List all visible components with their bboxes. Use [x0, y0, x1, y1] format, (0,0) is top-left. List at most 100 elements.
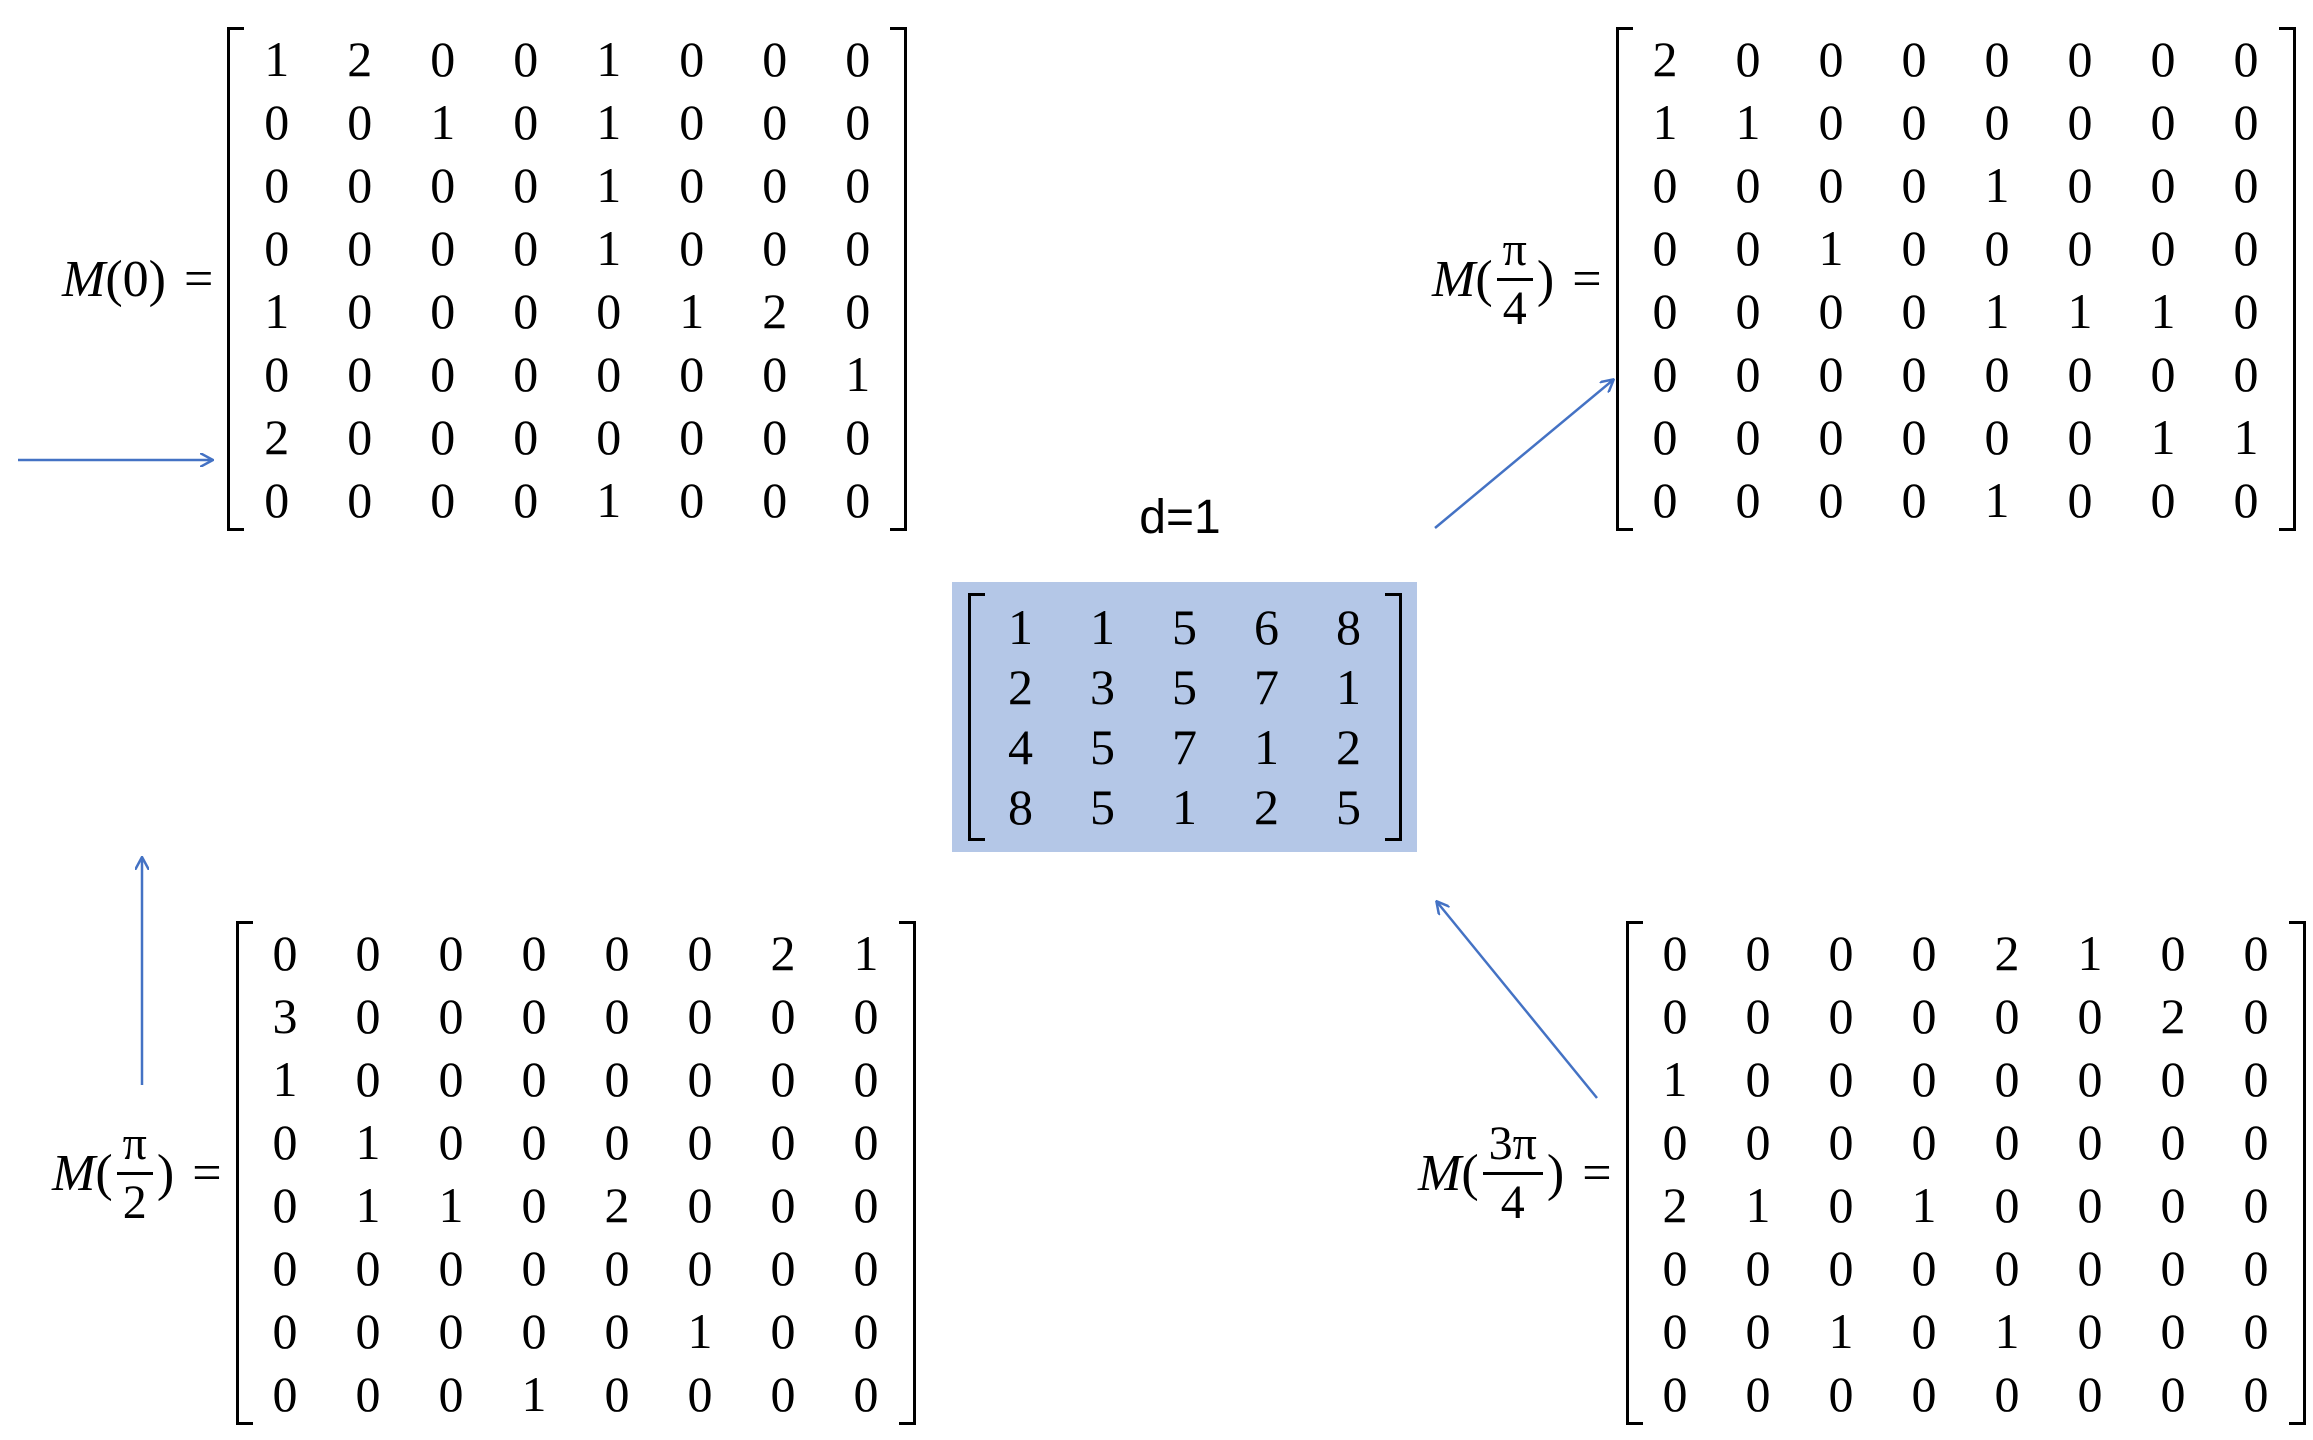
- m0-cell: 0: [264, 471, 290, 528]
- m135-right-bracket: [2288, 921, 2306, 1425]
- m90-cell: 0: [521, 987, 547, 1044]
- m135-cell: 0: [2160, 1365, 2186, 1422]
- m0-cell: 1: [596, 30, 622, 87]
- m135-cell: 2: [2160, 987, 2186, 1044]
- m45-cell: 0: [2067, 30, 2093, 87]
- m90-cell: 0: [687, 987, 713, 1044]
- m45-cell: 0: [2067, 93, 2093, 150]
- m90-cell: 0: [355, 1365, 381, 1422]
- m0-cell: 0: [762, 93, 788, 150]
- m90-cell: 0: [604, 987, 630, 1044]
- m0-cell: 0: [430, 156, 456, 213]
- m90-cell: 0: [272, 1113, 298, 1170]
- m0-cell: 0: [430, 282, 456, 339]
- m45-cell: 0: [1818, 408, 1844, 465]
- m45-close-paren: ): [1536, 250, 1555, 308]
- m90-cell: 0: [687, 1050, 713, 1107]
- m135-cell: 0: [1662, 1365, 1688, 1422]
- m0-cell: 0: [679, 345, 705, 402]
- m90-cell: 1: [355, 1113, 381, 1170]
- m90-cell: 0: [687, 1176, 713, 1233]
- m135-equals: =: [1582, 1144, 1612, 1202]
- m0-cell: 0: [845, 471, 871, 528]
- m0-cell: 0: [513, 345, 539, 402]
- center-right-bracket: [1384, 593, 1402, 841]
- m45-cell: 0: [1735, 156, 1761, 213]
- m0-cell: 1: [596, 471, 622, 528]
- m45-cell: 0: [2067, 345, 2093, 402]
- m135-cell: 0: [2243, 987, 2269, 1044]
- m90-cell: 0: [770, 1050, 796, 1107]
- m135-cell: 0: [2243, 1113, 2269, 1170]
- m0-cell: 0: [264, 345, 290, 402]
- m135-cell: 0: [2243, 1365, 2269, 1422]
- m0-cell: 0: [679, 471, 705, 528]
- m0-cell: 0: [513, 93, 539, 150]
- m45-cell: 0: [1652, 282, 1678, 339]
- m135-cell: 0: [1911, 1302, 1937, 1359]
- m90-label: M ( π 2 ) =: [52, 1119, 236, 1227]
- m0-cell: 0: [430, 345, 456, 402]
- m45-cell: 0: [1901, 219, 1927, 276]
- m135-cell: 0: [1828, 1239, 1854, 1296]
- m0-cell: 0: [845, 408, 871, 465]
- m0-cell: 0: [513, 282, 539, 339]
- m90-cell: 0: [438, 1050, 464, 1107]
- m0-cell: 0: [347, 219, 373, 276]
- m45-cell: 0: [1984, 219, 2010, 276]
- m45-cell: 0: [2233, 93, 2259, 150]
- m0-cell: 0: [762, 471, 788, 528]
- center-cell: 1: [1254, 719, 1279, 775]
- center-left-bracket: [967, 593, 985, 841]
- m135-close-paren: ): [1546, 1144, 1565, 1202]
- m0-cell: 0: [679, 30, 705, 87]
- m45-cell: 0: [1735, 30, 1761, 87]
- m135-cell: 0: [1911, 1050, 1937, 1107]
- m135-cell: 0: [1828, 1365, 1854, 1422]
- m45-cell: 0: [1652, 219, 1678, 276]
- m90-cell: 0: [355, 924, 381, 981]
- m90-cell: 0: [770, 987, 796, 1044]
- m90-cell: 0: [272, 1302, 298, 1359]
- m135-cell: 0: [2077, 1239, 2103, 1296]
- m135-cell: 0: [1911, 987, 1937, 1044]
- m90-cell: 0: [355, 987, 381, 1044]
- m45-cell: 1: [2150, 282, 2176, 339]
- m90-cell: 0: [604, 1239, 630, 1296]
- m0-equals: =: [183, 250, 214, 308]
- m45-cell: 0: [1901, 156, 1927, 213]
- m90-cell: 0: [438, 1113, 464, 1170]
- m90-cell: 0: [770, 1113, 796, 1170]
- m0-name: M: [62, 250, 106, 308]
- m135-cell: 0: [1911, 1365, 1937, 1422]
- m45-right-bracket: [2278, 27, 2296, 531]
- m135-cell: 0: [2243, 1050, 2269, 1107]
- m0-cell: 1: [596, 156, 622, 213]
- m45-cell: 0: [1652, 471, 1678, 528]
- m0-cell: 1: [596, 219, 622, 276]
- center-cell: 5: [1336, 779, 1361, 835]
- m45-cell: 0: [2067, 219, 2093, 276]
- m135-cell: 0: [1828, 1050, 1854, 1107]
- m90-cell: 0: [521, 1239, 547, 1296]
- m45-cell: 0: [1818, 282, 1844, 339]
- m0-cell: 1: [845, 345, 871, 402]
- m45-cell: 0: [1984, 408, 2010, 465]
- m90-cell: 1: [521, 1365, 547, 1422]
- center-cell: 5: [1090, 719, 1115, 775]
- m135-cell: 0: [1745, 1302, 1771, 1359]
- m0-cell: 2: [347, 30, 373, 87]
- m90-cell: 1: [355, 1176, 381, 1233]
- m45-cell: 2: [1652, 30, 1678, 87]
- m135-cell: 0: [2077, 1050, 2103, 1107]
- center-cell: 2: [1336, 719, 1361, 775]
- m135-cell: 0: [1994, 1050, 2020, 1107]
- m135-cell: 0: [2077, 1176, 2103, 1233]
- m90-cell: 0: [770, 1302, 796, 1359]
- m90-cell: 0: [521, 1050, 547, 1107]
